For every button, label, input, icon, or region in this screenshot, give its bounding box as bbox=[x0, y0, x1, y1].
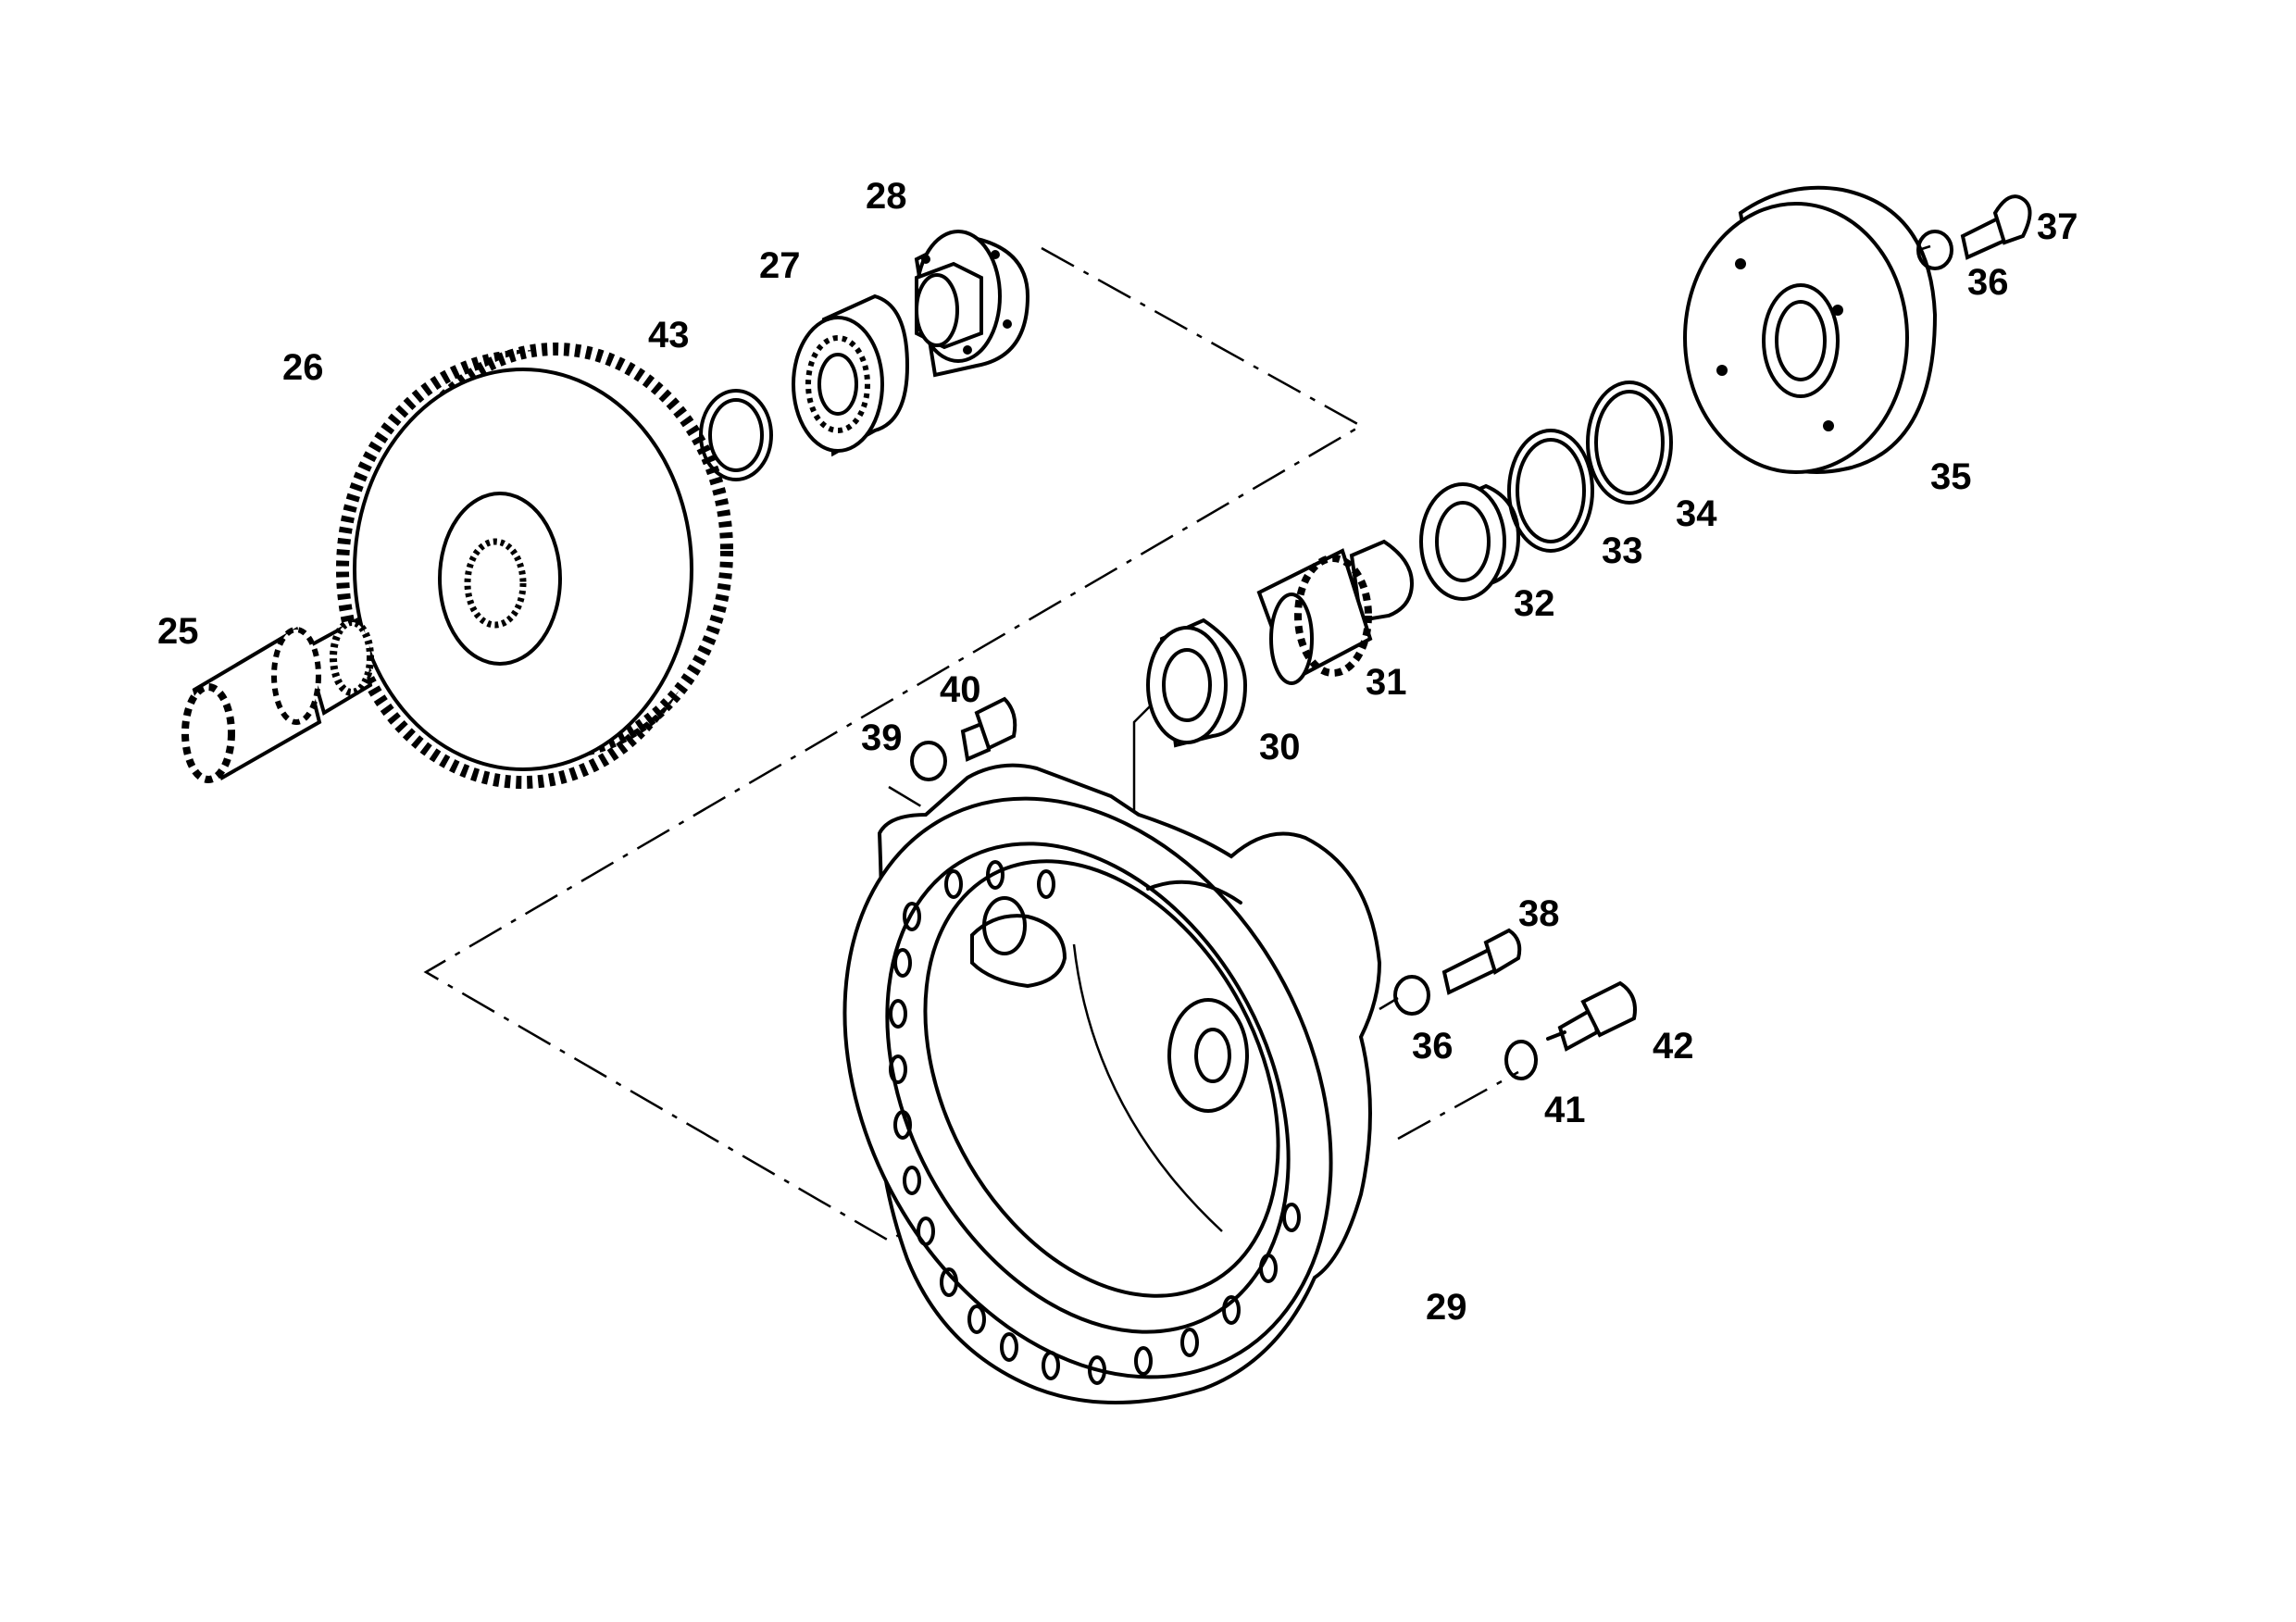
cover-icon bbox=[1683, 185, 1938, 474]
label-36-lower: 36 bbox=[1412, 1026, 1454, 1067]
sensor-icon bbox=[1546, 980, 1637, 1052]
assembly-reference-lines bbox=[423, 244, 1931, 1242]
gear-housing-icon bbox=[842, 763, 1382, 1404]
washer-icon-lower bbox=[1393, 975, 1430, 1016]
retaining-ring-icon bbox=[699, 389, 773, 481]
label-32: 32 bbox=[1514, 583, 1555, 624]
spur-gear-icon bbox=[336, 343, 733, 789]
label-31: 31 bbox=[1366, 662, 1407, 703]
label-43: 43 bbox=[648, 315, 690, 356]
shaft-seal-icon bbox=[1146, 618, 1248, 748]
shim-ring-icon bbox=[1586, 381, 1673, 505]
label-34: 34 bbox=[1676, 493, 1717, 534]
washer-icon bbox=[1916, 230, 1953, 270]
label-25: 25 bbox=[157, 611, 199, 652]
ball-bearing-icon bbox=[792, 293, 910, 457]
label-30: 30 bbox=[1259, 727, 1301, 767]
label-28: 28 bbox=[866, 176, 907, 217]
pinion-shaft-icon bbox=[181, 617, 374, 783]
label-26: 26 bbox=[282, 347, 324, 388]
hex-bolt-icon bbox=[1441, 928, 1522, 995]
seal-washer-icon bbox=[910, 741, 947, 781]
label-42: 42 bbox=[1653, 1026, 1694, 1067]
label-41: 41 bbox=[1544, 1090, 1586, 1130]
roller-bearing-icon bbox=[1419, 482, 1521, 601]
label-38: 38 bbox=[1518, 893, 1560, 934]
plug-screw-icon bbox=[960, 696, 1017, 762]
pinion-gear-icon bbox=[1256, 539, 1415, 685]
cap-screw-icon bbox=[1960, 194, 2032, 260]
label-37: 37 bbox=[2037, 206, 2078, 247]
o-ring-icon bbox=[1507, 429, 1594, 553]
label-33: 33 bbox=[1602, 530, 1643, 571]
label-35: 35 bbox=[1930, 456, 1972, 497]
label-29: 29 bbox=[1426, 1287, 1467, 1328]
label-27: 27 bbox=[759, 245, 801, 286]
sealing-ring-icon bbox=[1504, 1040, 1538, 1080]
label-40: 40 bbox=[940, 669, 981, 710]
bearing-flange-icon bbox=[914, 230, 1030, 378]
label-36-top: 36 bbox=[1967, 262, 2009, 303]
part-labels: 25 26 27 28 29 30 31 32 33 34 35 36 36 3… bbox=[157, 176, 2078, 1328]
label-39: 39 bbox=[861, 717, 903, 758]
